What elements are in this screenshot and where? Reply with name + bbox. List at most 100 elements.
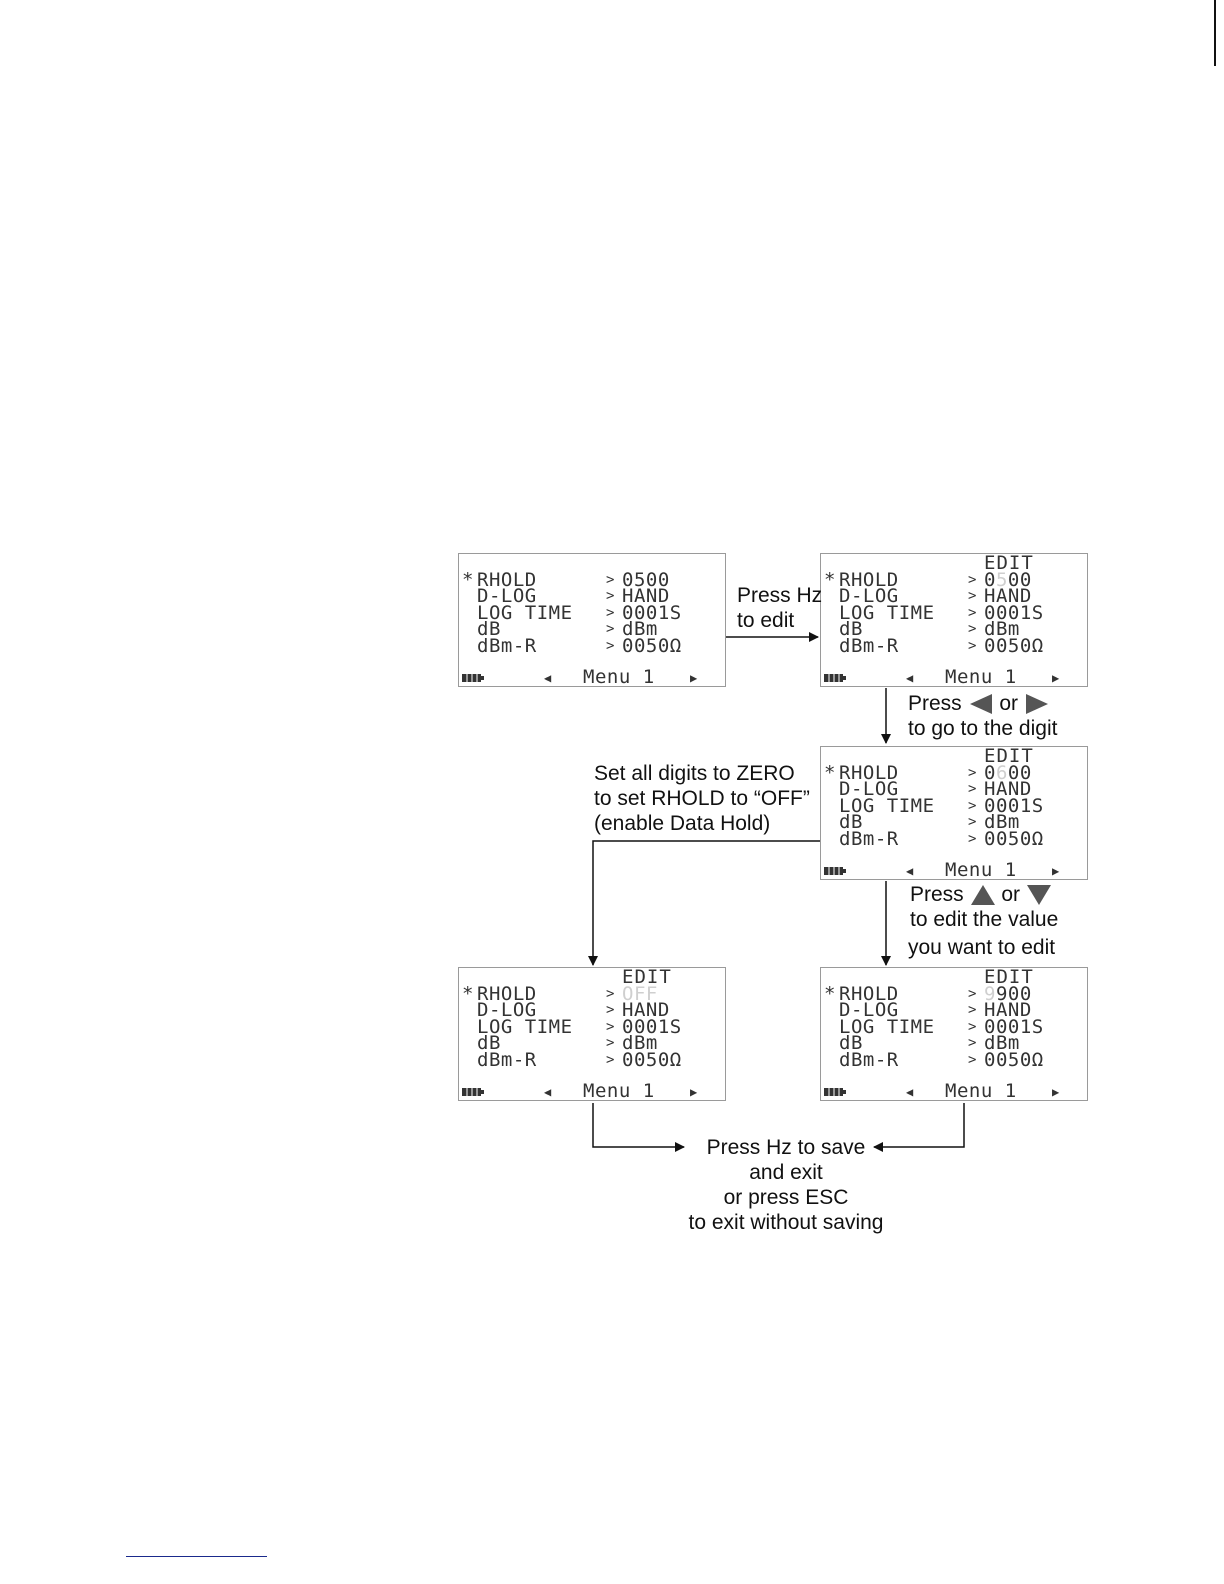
value-part: 0050Ω xyxy=(984,828,1044,850)
lcd-footer: ◀Menu 1▶ xyxy=(821,859,1087,881)
right-triangle-icon xyxy=(1025,694,1048,715)
edit-indicator: EDIT xyxy=(984,552,1034,574)
value-part: 0001S xyxy=(984,795,1044,817)
chevron-right-icon: > xyxy=(606,638,615,654)
note-line: to edit xyxy=(737,609,795,632)
link-underline xyxy=(126,1556,267,1557)
menu-left-arrow-icon: ◀ xyxy=(906,1085,914,1099)
setting-value: 0001S xyxy=(984,604,1044,623)
setting-value: dBm xyxy=(622,1032,658,1054)
value-part: 900 xyxy=(995,983,1032,1005)
setting-value: 0001S xyxy=(984,1016,1044,1038)
note-line: to go to the digit xyxy=(908,717,1058,740)
setting-label: LOG TIME xyxy=(839,1016,935,1038)
setting-value: dBm xyxy=(622,620,658,639)
note-line: to edit the value xyxy=(910,908,1059,931)
setting-label: dB xyxy=(477,1032,501,1054)
chevron-right-icon: > xyxy=(968,765,977,781)
chevron-right-icon: > xyxy=(968,1035,977,1051)
menu-label: Menu 1 xyxy=(945,1080,1017,1102)
setting-label: dBm-R xyxy=(839,828,899,850)
value-part: dBm xyxy=(984,811,1020,833)
chevron-right-icon: > xyxy=(968,1019,977,1035)
note-line: or press ESC xyxy=(723,1186,849,1209)
setting-label: D-LOG xyxy=(477,999,537,1021)
setting-label: D-LOG xyxy=(839,778,899,800)
setting-value: HAND xyxy=(984,780,1032,799)
setting-value: 0050Ω xyxy=(622,637,682,656)
menu-row: dBm-R>0050Ω xyxy=(462,1051,724,1070)
note-line: (enable Data Hold) xyxy=(594,812,771,835)
setting-label: LOG TIME xyxy=(839,795,935,817)
menu-right-arrow-icon: ▶ xyxy=(690,1085,698,1099)
value-highlight: OFF xyxy=(622,983,658,1005)
up-triangle-icon xyxy=(970,885,995,906)
menu-left-arrow-icon: ◀ xyxy=(544,671,552,685)
note-word: or xyxy=(1001,883,1021,906)
setting-value: HAND xyxy=(984,585,1032,607)
value-part: 0001S xyxy=(622,1016,682,1038)
selection-marker: * xyxy=(462,983,474,1005)
chevron-right-icon: > xyxy=(968,831,977,847)
menu-row: D-LOG>HAND xyxy=(824,999,1086,1021)
value-part: HAND xyxy=(984,999,1032,1021)
value-part: HAND xyxy=(984,585,1032,607)
setting-label: RHOLD xyxy=(477,983,537,1005)
chevron-right-icon: > xyxy=(968,572,977,588)
note-up-down: Press or to edit the value you want to e… xyxy=(908,882,1059,960)
value-part: dBm xyxy=(622,1032,658,1054)
setting-label: D-LOG xyxy=(839,585,899,607)
note-line: Press Hz to save xyxy=(706,1136,866,1159)
setting-label: LOG TIME xyxy=(477,602,573,624)
lcd-footer: ◀Menu 1▶ xyxy=(459,666,725,688)
chevron-right-icon: > xyxy=(968,986,977,1002)
value-highlight: 9 xyxy=(984,983,996,1005)
menu-row: dB > dBm xyxy=(462,1032,724,1054)
edit-indicator: EDIT xyxy=(984,966,1034,988)
chevron-right-icon: > xyxy=(606,1052,615,1068)
menu-row: dBm-R>0050Ω xyxy=(824,635,1086,657)
menu-row: *RHOLD>9900 xyxy=(824,983,1086,1005)
value-part: 00 xyxy=(1007,569,1032,591)
note-line: Press or xyxy=(910,882,1058,907)
lcd-footer: ◀Menu 1▶ xyxy=(821,1080,1087,1102)
setting-value: 0050Ω xyxy=(622,1051,682,1070)
menu-left-arrow-icon: ◀ xyxy=(906,671,914,685)
value-part: HAND xyxy=(622,999,670,1021)
value-highlight: 5 xyxy=(995,569,1008,591)
menu-row: dB>dBm xyxy=(824,811,1086,833)
selection-marker: * xyxy=(462,569,474,591)
menu-row: dBm-R>0050Ω xyxy=(824,1051,1086,1070)
chevron-right-icon: > xyxy=(606,605,615,621)
setting-value: 9900 xyxy=(984,983,1032,1005)
value-part: 0001S xyxy=(984,1016,1044,1038)
setting-value: dBm xyxy=(984,1034,1020,1053)
setting-label: dBm-R xyxy=(839,635,899,657)
setting-label: dB xyxy=(839,1032,863,1054)
selection-marker: * xyxy=(824,983,836,1005)
chevron-right-icon: > xyxy=(968,781,977,797)
setting-value: dBm xyxy=(984,811,1020,833)
battery-icon xyxy=(462,674,484,682)
chevron-right-icon: > xyxy=(606,1035,615,1051)
setting-label: RHOLD xyxy=(839,762,899,784)
selection-marker: * xyxy=(824,762,836,784)
note-press-hz: Press Hz to edit xyxy=(737,583,822,633)
note-save-exit: Press Hz to save and exit or press ESC t… xyxy=(676,1135,896,1235)
arrow-to-off xyxy=(588,840,820,966)
chevron-right-icon: > xyxy=(606,1002,615,1018)
edit-indicator: EDIT xyxy=(622,966,672,988)
setting-value: 0001S xyxy=(622,602,682,624)
menu-right-arrow-icon: ▶ xyxy=(1052,864,1060,878)
menu-left-arrow-icon: ◀ xyxy=(906,864,914,878)
setting-label: RHOLD xyxy=(839,569,899,591)
setting-value: 0001S xyxy=(984,795,1044,817)
menu-row: *RHOLD>0500 xyxy=(824,569,1086,591)
value-part: 0001S xyxy=(622,602,682,624)
lcd-footer: ◀Menu 1▶ xyxy=(459,1080,725,1102)
